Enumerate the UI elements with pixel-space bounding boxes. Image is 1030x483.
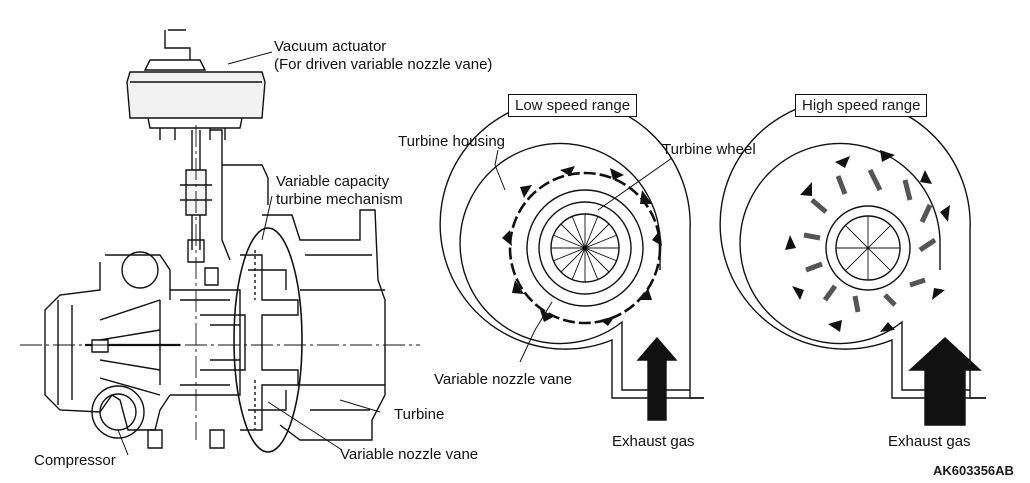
turbine-housing-label: Turbine housing [398, 133, 506, 150]
variable-nozzle-vane-mid-label: Variable nozzle vane [434, 371, 573, 388]
low-speed-diagram [439, 98, 704, 421]
variable-capacity-label-line2: turbine mechanism [276, 191, 403, 208]
compressor-label: Compressor [34, 452, 116, 469]
high-speed-range-label: High speed range [795, 94, 928, 117]
vacuum-actuator-sublabel: (For driven variable nozzle vane) [274, 56, 493, 73]
figure-code: AK603356AB [933, 463, 1014, 478]
vacuum-actuator-shape [126, 29, 266, 140]
low-speed-range-label: Low speed range [508, 94, 638, 117]
high-speed-flow-arrows [785, 150, 950, 332]
exhaust-gas-high-label: Exhaust gas [888, 433, 971, 450]
vacuum-actuator-label: Vacuum actuator [274, 38, 387, 55]
variable-nozzle-vane-left-label: Variable nozzle vane [340, 446, 479, 463]
high-speed-diagram [719, 98, 986, 426]
leader-lines [117, 51, 673, 456]
turbine-label: Turbine [394, 406, 445, 423]
low-speed-flow-arrows [502, 166, 662, 326]
turbocharger-cross-section [44, 29, 386, 453]
exhaust-gas-low-label: Exhaust gas [612, 433, 695, 450]
turbine-wheel-label: Turbine wheel [662, 141, 756, 158]
variable-capacity-label-line1: Variable capacity [276, 173, 390, 190]
center-lines [20, 125, 420, 440]
